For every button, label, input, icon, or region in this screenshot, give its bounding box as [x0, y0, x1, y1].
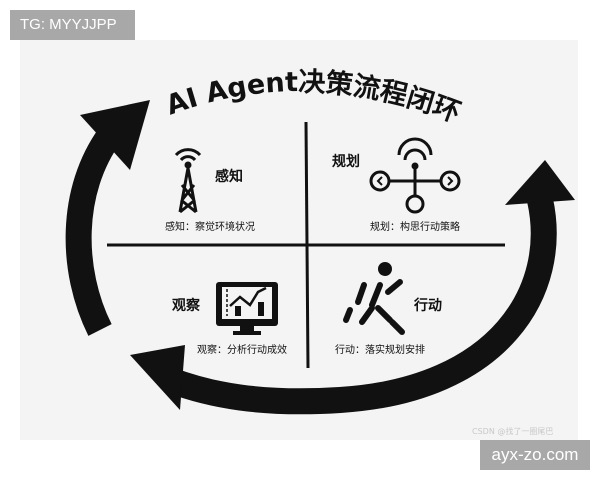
quadrant-caption: 行动：落实规划安排	[335, 343, 425, 356]
csdn-watermark: CSDN @找了一圈尾巴	[472, 426, 553, 436]
quadrant-action: 行动 行动：落实规划安排	[335, 262, 442, 356]
monitor-chart-icon	[216, 282, 278, 335]
quadrant-label: 观察	[172, 297, 201, 314]
running-robot-icon	[343, 262, 405, 335]
quadrant-label: 规划	[332, 153, 360, 170]
diagram-canvas	[20, 40, 578, 440]
quadrant-observation: 观察 观察：分析行动成效	[172, 282, 287, 356]
left-cycle-arrow	[65, 100, 150, 336]
bottom-right-overlay-badge: ayx-zo.com	[480, 440, 590, 470]
quadrant-label: 感知	[215, 168, 243, 185]
quadrant-label: 行动	[413, 297, 442, 314]
quadrant-caption: 观察：分析行动成效	[197, 343, 287, 356]
quadrant-caption: 规划：构思行动策略	[370, 220, 460, 233]
quadrant-planning: 规划 规划：构思行动策略	[332, 137, 461, 233]
top-left-overlay-badge: TG: MYYJJPP	[10, 10, 135, 40]
drone-plan-icon	[369, 137, 461, 214]
right-bottom-cycle-arrow	[130, 160, 575, 415]
quadrant-perception: 感知 感知：察觉环境状况	[165, 148, 255, 233]
quadrant-caption: 感知：察觉环境状况	[165, 220, 255, 233]
vertical-divider	[304, 121, 310, 369]
diagram-title: AI Agent决策流程闭环	[162, 67, 464, 129]
signal-tower-icon	[174, 148, 202, 214]
